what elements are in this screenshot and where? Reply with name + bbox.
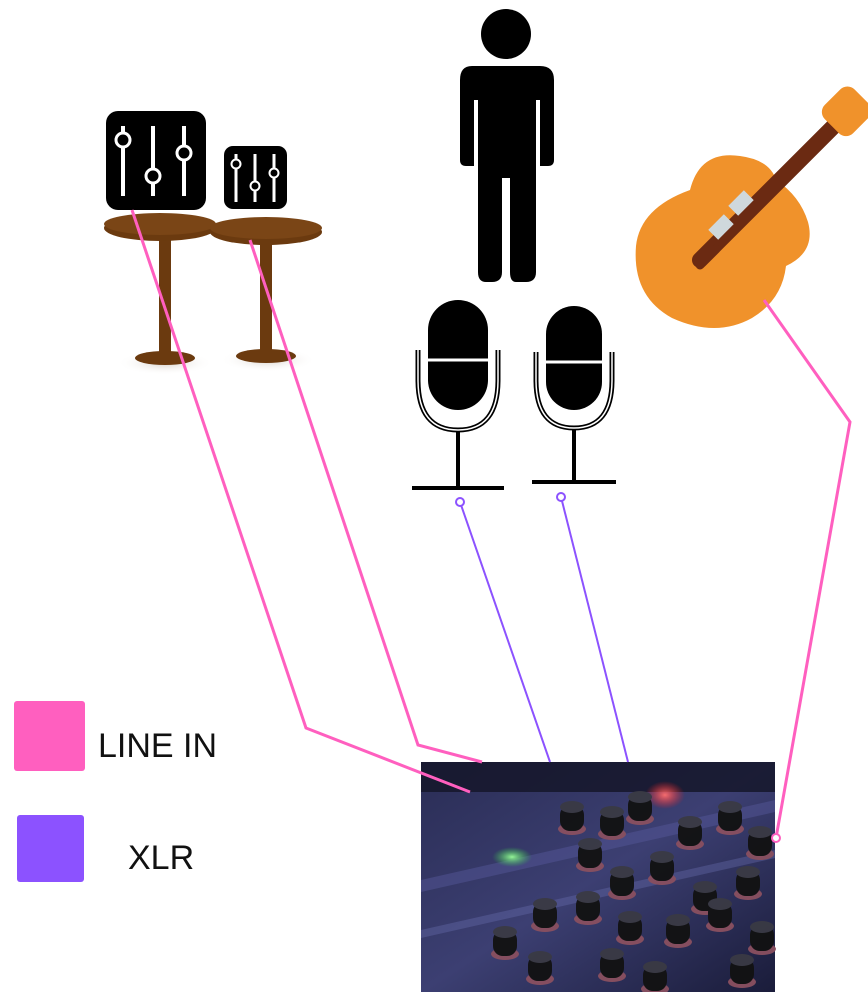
guitar-icon bbox=[635, 86, 868, 328]
mixer-knob bbox=[598, 806, 626, 840]
sliders-icon-right bbox=[224, 146, 287, 209]
mixer-knob bbox=[531, 898, 559, 932]
mixer-knob bbox=[608, 866, 636, 900]
table-right bbox=[210, 217, 322, 372]
cable-xlr-mic-left bbox=[459, 501, 551, 763]
mixer-knob bbox=[626, 791, 654, 825]
mixer-knob bbox=[558, 801, 586, 835]
mixer-knob bbox=[748, 921, 776, 955]
cable-line-in-guitar bbox=[762, 299, 852, 839]
legend-label-xlr: XLR bbox=[128, 839, 195, 877]
mixer-knob bbox=[734, 866, 762, 900]
mixer-knob bbox=[728, 954, 756, 988]
mixer-knob bbox=[706, 898, 734, 932]
person-icon bbox=[460, 9, 554, 282]
sliders-icon-left bbox=[106, 111, 206, 210]
cables bbox=[130, 209, 852, 843]
mixer-knob bbox=[648, 851, 676, 885]
mixer-knob bbox=[491, 926, 519, 960]
legend-swatch-xlr bbox=[17, 815, 84, 882]
cable-xlr-mic-right bbox=[560, 496, 629, 763]
cable-line-in-synth-right bbox=[248, 239, 483, 764]
mixer-knob bbox=[526, 951, 554, 985]
mixer-knob bbox=[676, 816, 704, 850]
cable-line-in-synth-left bbox=[130, 209, 471, 794]
mixer-knob bbox=[616, 911, 644, 945]
mixer-knob bbox=[664, 914, 692, 948]
mixer-knob bbox=[598, 948, 626, 982]
mixing-console bbox=[421, 762, 776, 992]
microphone-icon-right bbox=[532, 306, 616, 484]
mixer-knob bbox=[641, 961, 669, 992]
microphone-icon-left bbox=[412, 300, 504, 490]
mixer-knob bbox=[576, 838, 604, 872]
mixer-knob bbox=[716, 801, 744, 835]
mixer-knob bbox=[746, 826, 774, 860]
legend-swatch-line-in bbox=[14, 701, 85, 771]
table-left bbox=[104, 213, 216, 375]
mixer-knob bbox=[574, 891, 602, 925]
legend-label-line-in: LINE IN bbox=[98, 727, 218, 765]
